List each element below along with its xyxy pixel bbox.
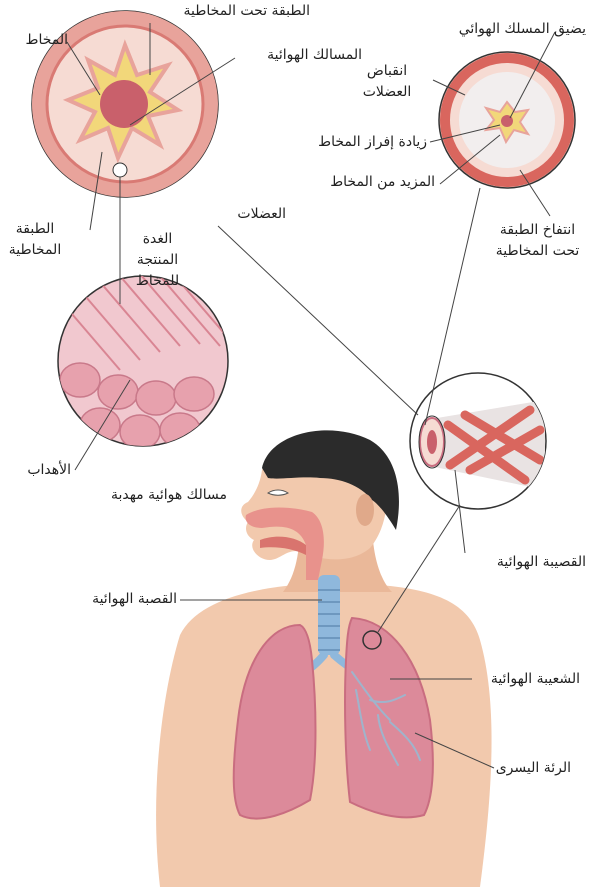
label-left-lung: الرئة اليسرى — [496, 758, 571, 779]
cilia-closeup — [58, 274, 230, 449]
label-bronchus: الشعيبة الهوائية — [491, 669, 580, 690]
label-mucosa-line2: المخاطية — [5, 240, 65, 261]
label-gland-line3: للمخاط — [125, 271, 190, 292]
label-swelling-line1: انتفاخ الطبقة — [480, 220, 595, 241]
label-mucus: المخاط — [26, 30, 69, 51]
label-mucosa-line1: الطبقة — [5, 219, 65, 240]
label-gland-line1: الغدة — [125, 229, 190, 250]
label-gland-line2: المنتجة — [125, 250, 190, 271]
label-cilia: الأهداب — [27, 460, 71, 481]
label-trachea: القصبة الهوائية — [92, 589, 177, 610]
label-muscles-left: العضلات — [237, 204, 286, 225]
label-contraction-line1: انقباض — [341, 61, 433, 82]
label-ciliated-airways: مسالك هوائية مهدبة — [111, 485, 227, 506]
label-submucosa-top: الطبقة تحت المخاطية — [184, 1, 310, 22]
label-submucosa-swelling: انتفاخ الطبقة تحت المخاطية — [480, 220, 595, 262]
label-muscle-contraction: انقباض العضلات — [341, 61, 433, 103]
label-more-mucus: المزيد من المخاط — [330, 172, 435, 193]
label-mucus-gland: الغدة المنتجة للمخاط — [125, 229, 190, 292]
label-contraction-line2: العضلات — [341, 82, 433, 103]
ear — [356, 494, 374, 526]
label-swelling-line2: تحت المخاطية — [480, 241, 595, 262]
label-narrowing: يضيق المسلك الهوائي — [459, 19, 586, 40]
label-bronchiole: القصيبة الهوائية — [497, 552, 586, 573]
label-mucosa: الطبقة المخاطية — [5, 219, 65, 261]
label-increased-mucus: زيادة إفراز المخاط — [318, 132, 427, 153]
bronchiole-muscle-closeup — [410, 373, 546, 509]
